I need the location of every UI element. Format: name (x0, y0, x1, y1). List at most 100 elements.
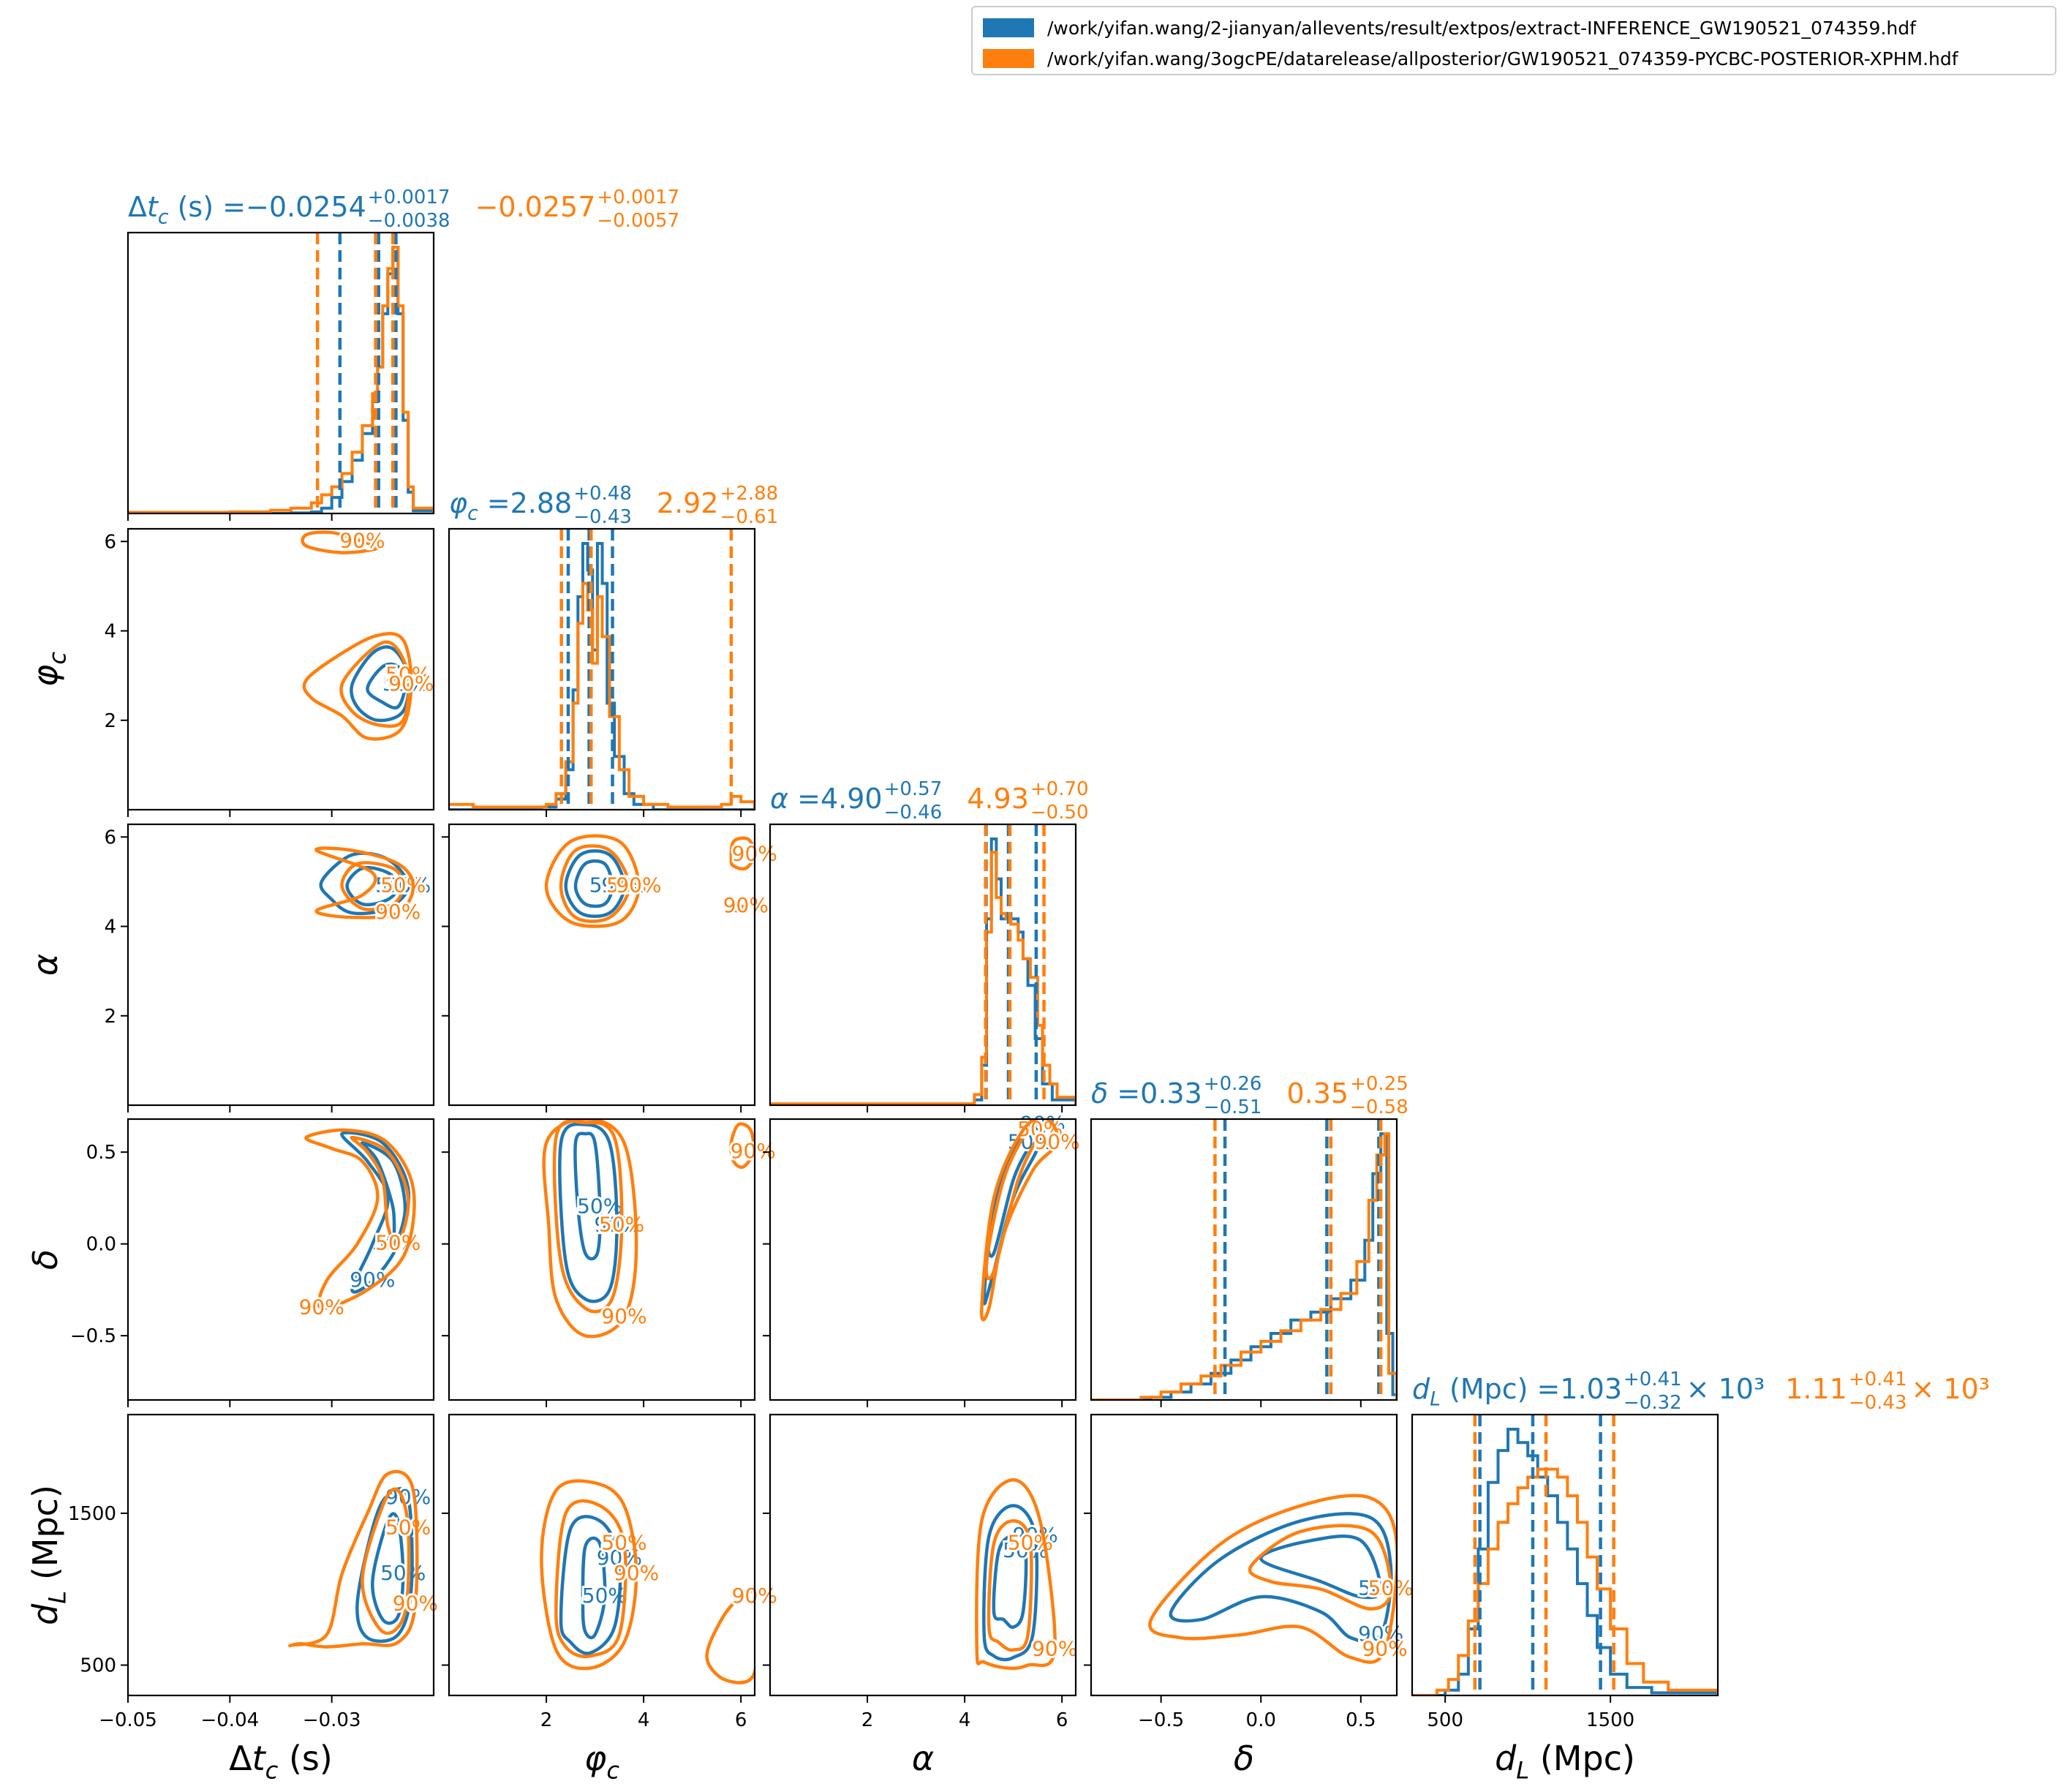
title-stat-alpha-blue-minus: −0.46 (884, 802, 943, 824)
contour-dl-phic-50-2 (554, 1499, 627, 1658)
contour-phic-dtc-90-3 (302, 632, 413, 741)
xtick-label-phic-0: 2 (540, 1709, 553, 1731)
title-stat-dtc-orange-plus: +0.0017 (597, 187, 679, 208)
contour-dl-alpha-90-1 (982, 1504, 1039, 1662)
title-stat-alpha-orange-plus: +0.70 (1030, 778, 1089, 800)
xaxis-label-phic: φc (584, 1739, 619, 1785)
xtick-label-delta-2: 0.5 (1346, 1709, 1376, 1731)
ytick-label-alpha-1: 4 (104, 916, 116, 938)
title-stat-dtc-blue-plus: +0.0017 (368, 187, 450, 208)
histogram-dl-orange (1412, 1467, 1718, 1695)
contour-label-phic-dtc-4: 90% (339, 528, 385, 552)
contour-label-alpha-phic-5: 90% (723, 893, 769, 917)
title-stat-alpha-blue-plus: +0.57 (884, 778, 943, 800)
panel-frame-3-0 (127, 1118, 435, 1401)
contour-dl-phic-90-1 (559, 1515, 622, 1655)
contour-label-dl-delta-2: 50% (1368, 1576, 1414, 1600)
panel-frame-3-1 (448, 1118, 756, 1401)
contour-alpha-dtc-90-3 (314, 846, 415, 919)
contour-label-dl-dtc-3: 90% (393, 1591, 438, 1615)
xtick-label-dtc-0: −0.05 (99, 1709, 157, 1731)
title-label-phic: φc = (449, 487, 510, 525)
contour-dl-dtc-90-1 (355, 1487, 414, 1644)
title-stat-delta-blue-median: 0.33 (1140, 1077, 1202, 1110)
title-stat-alpha-orange-minus: −0.50 (1030, 802, 1089, 824)
panel-frame-4-4 (1411, 1413, 1719, 1697)
title-stat-alpha-orange-median: 4.93 (967, 783, 1029, 815)
histogram-alpha-orange (770, 851, 1076, 1105)
contour-alpha-phic-90-3 (544, 834, 641, 928)
panel-frame-4-3 (1090, 1413, 1398, 1697)
ytick-label-delta-1: 0.0 (86, 1234, 116, 1256)
contour-label-delta-dtc-2: 50% (375, 1231, 420, 1255)
contour-label-alpha-dtc-1: 90% (385, 873, 431, 897)
title-stat-delta-blue-plus: +0.26 (1204, 1073, 1262, 1095)
ytick-label-alpha-0: 2 (104, 1006, 116, 1028)
title-stat-delta-orange-median: 0.35 (1286, 1077, 1349, 1110)
title-stat-phic-orange-median: 2.92 (657, 487, 719, 519)
xtick-label-alpha-0: 2 (861, 1709, 874, 1731)
title-stat-dl-orange-suffix: × 10³ (1912, 1373, 1991, 1405)
contour-label-alpha-phic-2: 50% (606, 873, 652, 897)
xtick-label-dl-0: 500 (1427, 1709, 1463, 1731)
title-stat-phic-blue-plus: +0.48 (573, 483, 632, 505)
title-stat-delta-blue-minus: −0.51 (1204, 1096, 1262, 1118)
title-stat-alpha-blue-median: 4.90 (821, 783, 883, 815)
panel-frame-4-0 (127, 1413, 435, 1697)
title-stat-delta-orange-minus: −0.58 (1350, 1096, 1408, 1118)
contour-label-dl-alpha-0: 50% (1003, 1538, 1048, 1562)
contour-alpha-dtc-90-1 (319, 851, 410, 916)
legend-label-blue: /work/yifan.wang/2-jianyan/allevents/res… (1047, 17, 1916, 39)
title-stat-dl-orange-plus: +0.41 (1849, 1369, 1907, 1390)
contour-dl-delta-90-1 (1169, 1512, 1393, 1644)
yaxis-label-phic: φc (26, 652, 72, 687)
contour-label-dl-phic-2: 50% (601, 1530, 646, 1554)
xtick-label-dtc-2: −0.03 (303, 1709, 361, 1731)
contour-label-dl-dtc-0: 50% (380, 1561, 426, 1585)
ytick-label-phic-2: 6 (104, 531, 116, 553)
contour-dl-phic-90-4 (705, 1588, 755, 1684)
panel-frame-1-1 (448, 527, 756, 811)
title-stat-dtc-orange-minus: −0.0057 (597, 210, 679, 232)
contour-label-delta-phic-3: 90% (601, 1304, 646, 1328)
ytick-label-delta-2: 0.5 (86, 1142, 116, 1164)
contour-label-phic-dtc-3: 90% (388, 671, 434, 696)
contour-alpha-phic-90-1 (564, 849, 626, 919)
contour-dl-alpha-50-2 (987, 1519, 1033, 1652)
histogram-delta-blue (1091, 1132, 1397, 1400)
ytick-label-dl-1: 1500 (68, 1503, 116, 1525)
contour-delta-phic-50-2 (552, 1119, 624, 1314)
xaxis-label-alpha: α (912, 1739, 934, 1778)
ytick-label-phic-1: 4 (104, 621, 116, 643)
contour-label-alpha-phic-3: 90% (616, 873, 661, 897)
panel-frame-4-2 (769, 1413, 1077, 1697)
yaxis-label-delta: δ (26, 1249, 65, 1270)
title-stat-dtc-blue-median: −0.0254 (246, 191, 366, 223)
title-stat-phic-orange-plus: +2.88 (720, 483, 779, 505)
xtick-label-delta-1: 0.0 (1246, 1709, 1276, 1731)
histogram-dtc-orange (128, 246, 434, 513)
contour-alpha-phic-50-0 (573, 859, 614, 908)
contour-label-delta-dtc-3: 90% (299, 1295, 344, 1319)
histogram-phic-orange (449, 581, 755, 810)
ytick-label-dl-0: 500 (80, 1654, 116, 1676)
xtick-label-alpha-1: 4 (959, 1709, 971, 1731)
contour-delta-alpha-90-3 (980, 1119, 1060, 1322)
contour-phic-dtc-50-0 (366, 662, 407, 710)
title-label-dl: dL (Mpc) = (1412, 1373, 1560, 1411)
panel-frame-1-0 (127, 527, 435, 811)
xaxis-label-delta: δ (1234, 1739, 1254, 1778)
contour-label-dl-alpha-1: 90% (1012, 1523, 1057, 1547)
xaxis-label-dtc: Δtc (s) (229, 1739, 333, 1785)
title-stat-phic-blue-minus: −0.43 (573, 506, 632, 528)
legend: /work/yifan.wang/2-jianyan/allevents/res… (971, 6, 2056, 75)
title-stat-phic-blue-median: 2.88 (510, 487, 573, 519)
contour-dl-delta-50-2 (1248, 1524, 1393, 1611)
contour-label-phic-dtc-2: 50% (385, 663, 431, 687)
ytick-label-phic-0: 2 (104, 710, 116, 732)
ytick-label-alpha-2: 6 (104, 827, 116, 848)
yaxis-label-alpha: α (26, 954, 65, 976)
contour-phic-dtc-50-2 (339, 640, 411, 729)
xtick-label-phic-2: 6 (735, 1709, 747, 1731)
xtick-label-phic-1: 4 (638, 1709, 650, 1731)
